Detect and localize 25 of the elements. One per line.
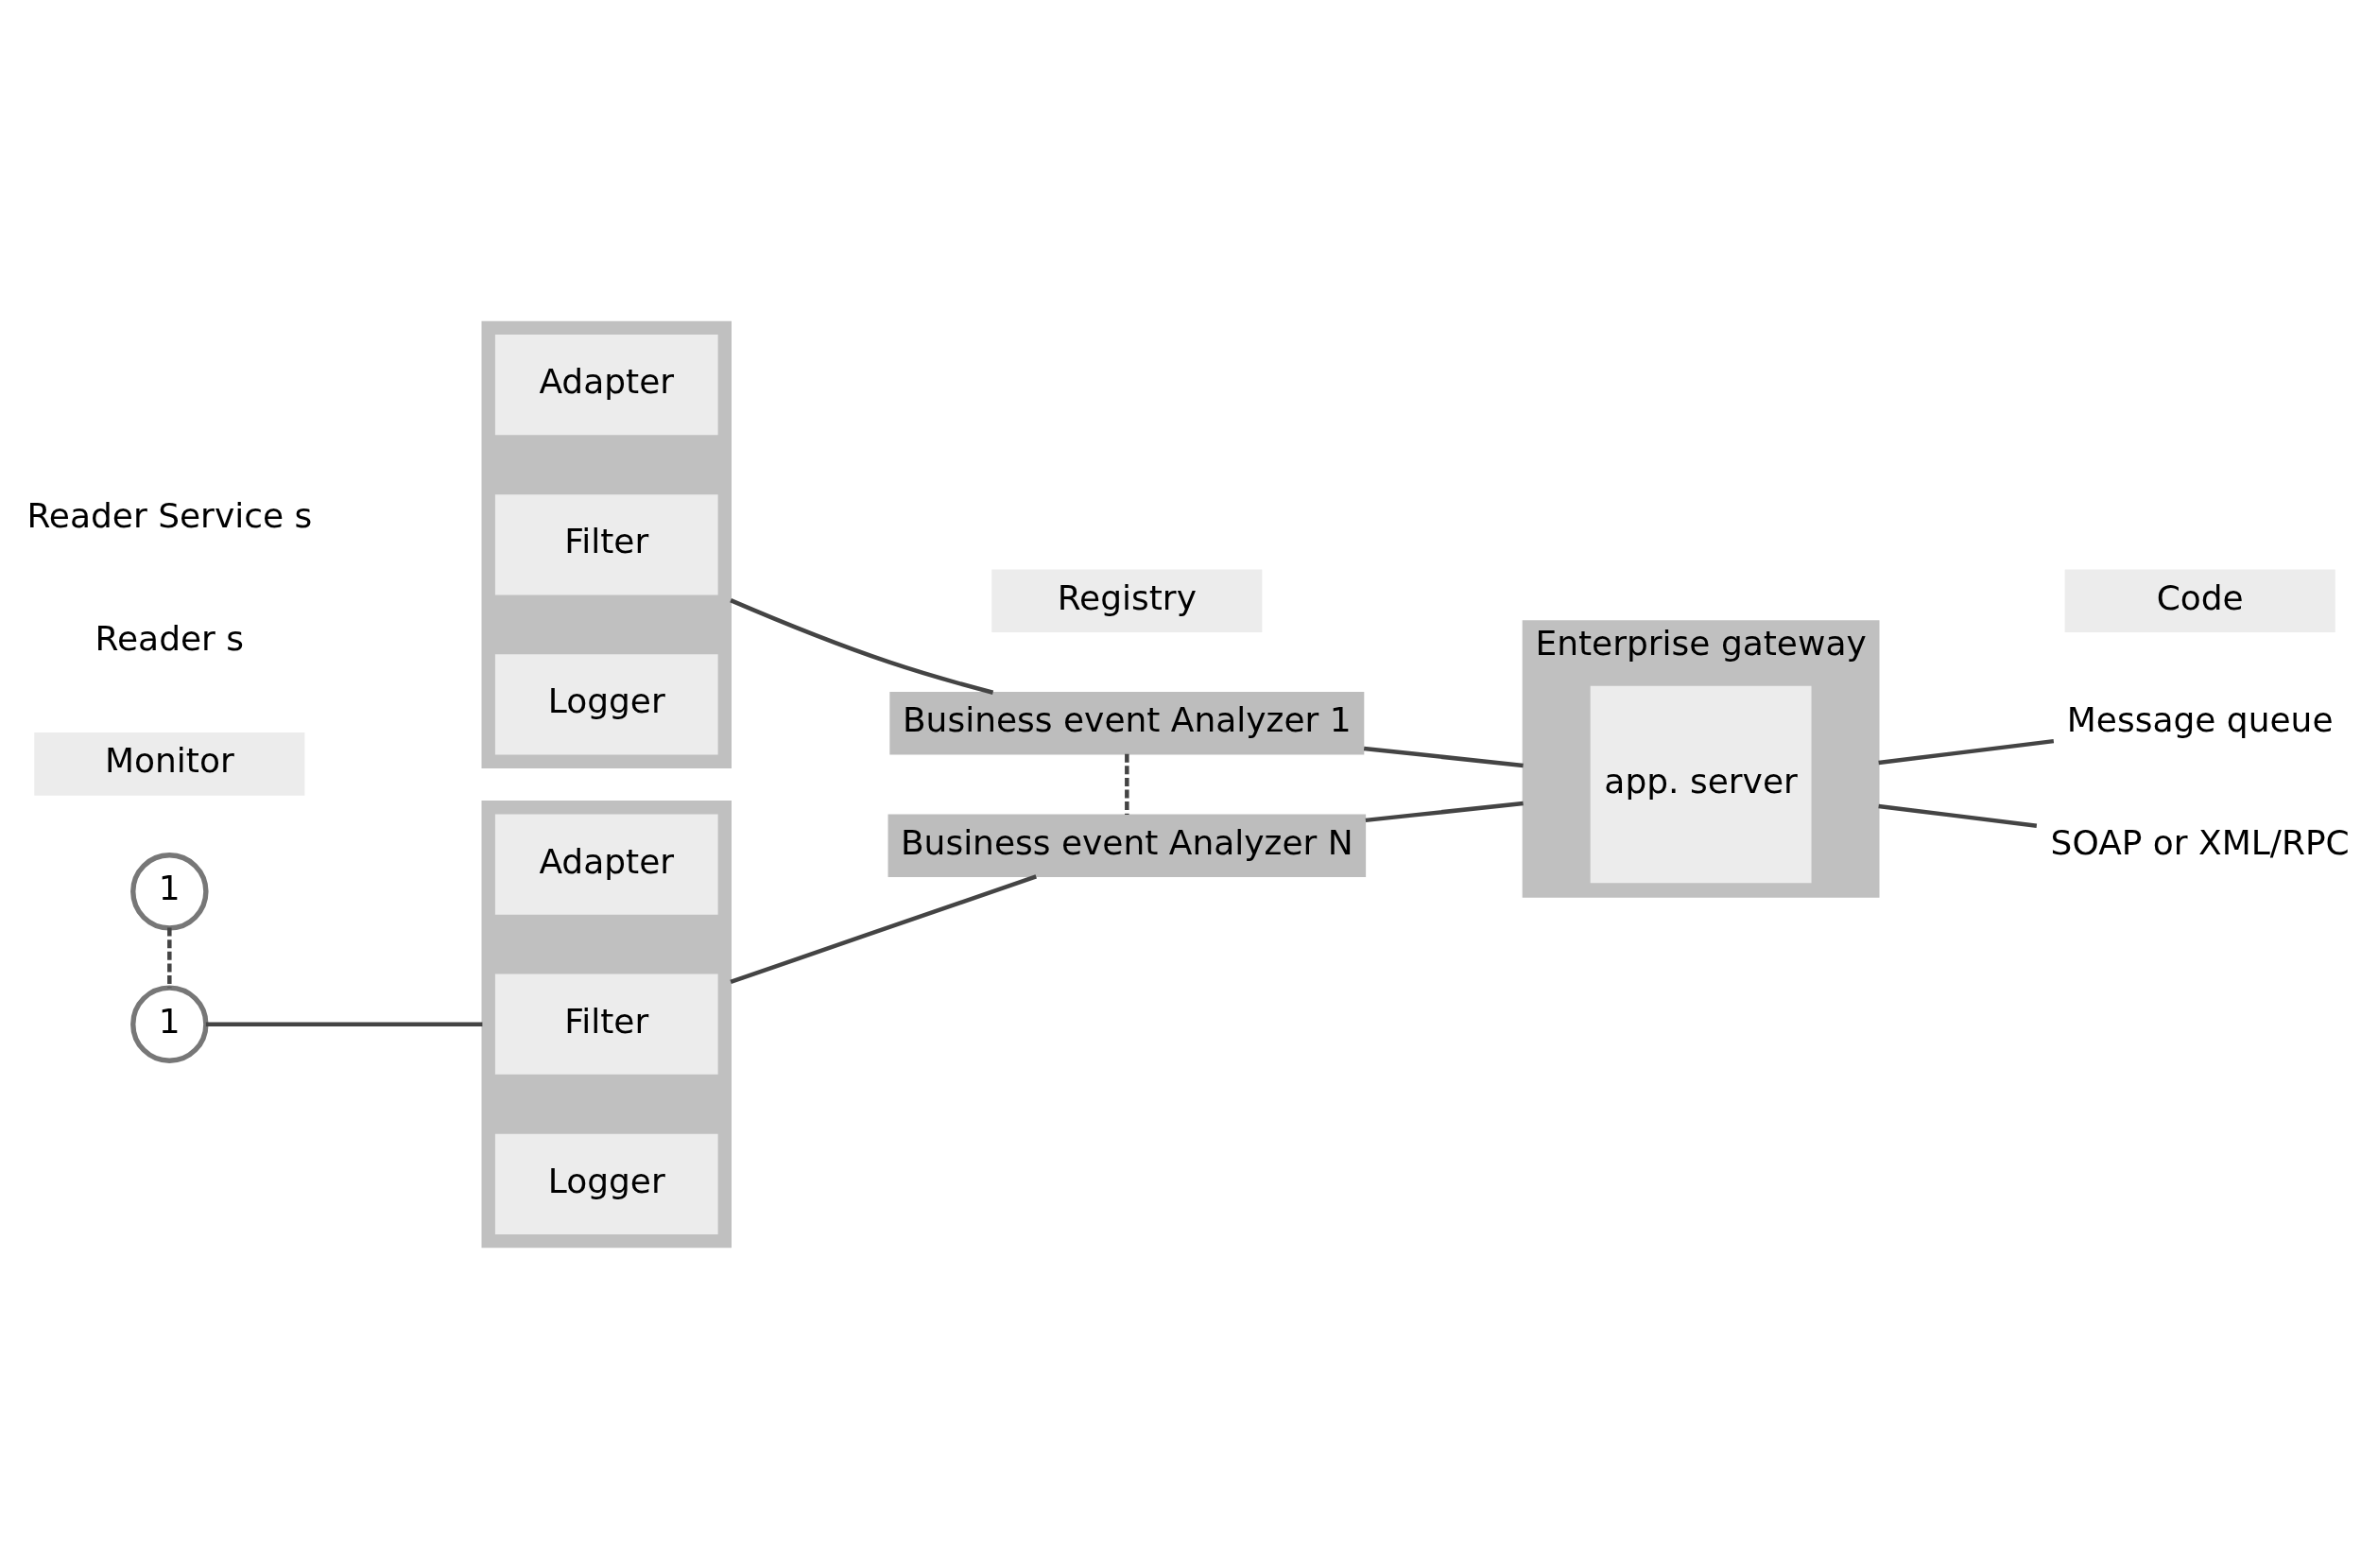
node-box: Adapter	[494, 814, 718, 915]
node-box: Logger	[494, 1133, 718, 1234]
node-box: Business event Analyzer 1	[889, 691, 1365, 754]
node-box: Filter	[494, 974, 718, 1075]
node-text: SOAP or XML/RPC	[2050, 822, 2350, 862]
connector	[205, 1021, 483, 1026]
node-box: Filter	[494, 493, 718, 594]
connector	[1878, 738, 2055, 765]
connector	[730, 597, 994, 695]
connector	[1363, 746, 1524, 767]
cluster	[481, 320, 732, 768]
node-box: app. server	[1590, 685, 1812, 883]
connector	[1878, 803, 2038, 828]
node-box: Logger	[494, 653, 718, 754]
label: Reader Service s	[26, 495, 313, 535]
node-circle: 1	[130, 852, 209, 931]
node-circle: 1	[130, 984, 209, 1063]
label: Reader s	[95, 618, 245, 658]
node-text: Message queue	[2066, 699, 2334, 739]
cluster	[481, 800, 732, 1248]
node-box: Adapter	[494, 334, 718, 435]
node-box: Business event Analyzer N	[887, 814, 1367, 877]
connector	[1125, 753, 1129, 815]
connector	[1365, 801, 1524, 822]
connector	[730, 873, 1037, 984]
